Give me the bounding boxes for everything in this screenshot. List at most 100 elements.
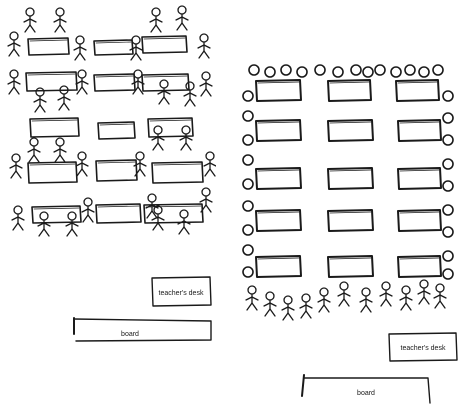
student-figure [380, 282, 392, 306]
desk [94, 40, 133, 55]
student-figure [38, 212, 50, 236]
desk [398, 256, 441, 277]
student-figure [8, 32, 20, 56]
student-figure [200, 72, 212, 96]
student-figure [434, 284, 446, 308]
grouped-classroom-layout: teacher's desk board [6, 2, 216, 342]
student-head [249, 65, 259, 75]
student-figure [338, 282, 350, 306]
teacher-desk: teacher's desk [389, 333, 457, 361]
desk [328, 210, 373, 231]
student-head [265, 67, 275, 77]
desk [152, 162, 203, 183]
student-head [443, 159, 453, 169]
student-figure [8, 70, 20, 94]
horseshoe-layout-drawing: teacher's desk board [238, 60, 460, 408]
student-figure [150, 8, 162, 32]
student-figure [198, 34, 210, 58]
student-head [243, 179, 253, 189]
student-figure [204, 152, 216, 176]
desk [398, 168, 441, 189]
student-head [243, 135, 253, 145]
horseshoe-classroom-layout: teacher's desk board [238, 60, 460, 408]
student-head [391, 67, 401, 77]
desk [26, 72, 77, 91]
student-figure [12, 206, 24, 230]
student-figure [158, 80, 170, 104]
student-head [333, 67, 343, 77]
student-figure [74, 36, 86, 60]
left-desk-group [26, 36, 203, 223]
student-figure [418, 280, 430, 304]
student-head [443, 227, 453, 237]
student-figure [10, 154, 22, 178]
desk [398, 210, 441, 231]
student-figure [264, 292, 276, 316]
teacher-desk-label: teacher's desk [401, 345, 446, 352]
desk [96, 204, 141, 223]
student-figure [152, 206, 164, 230]
student-figure [300, 294, 312, 318]
student-head [419, 67, 429, 77]
desk [28, 162, 77, 183]
desk [328, 256, 373, 277]
teacher-desk-label: teacher's desk [159, 290, 204, 297]
right-student-group [243, 65, 453, 320]
board-label: board [357, 390, 375, 397]
student-head [315, 65, 325, 75]
student-figure [246, 286, 258, 310]
student-head [443, 205, 453, 215]
desk [142, 36, 187, 53]
desk [328, 168, 373, 189]
desk [398, 120, 441, 141]
student-head [443, 135, 453, 145]
student-head [243, 91, 253, 101]
student-figure [360, 288, 372, 312]
board: board [74, 318, 211, 341]
student-figure [152, 126, 164, 150]
student-head [433, 65, 443, 75]
desk [256, 256, 301, 277]
desk [256, 168, 301, 189]
desk [32, 206, 81, 223]
student-figure [28, 138, 40, 162]
student-figure [34, 88, 46, 112]
student-figure [76, 70, 88, 94]
student-figure [24, 8, 36, 32]
student-head [443, 113, 453, 123]
student-figure [54, 8, 66, 32]
student-figure [318, 288, 330, 312]
student-head [243, 111, 253, 121]
grouped-layout-drawing: teacher's desk board [6, 2, 216, 342]
desk [98, 122, 135, 139]
desk [94, 74, 135, 91]
student-figure [76, 152, 88, 176]
student-head [443, 251, 453, 261]
student-head [351, 65, 361, 75]
desk [96, 160, 137, 181]
student-figure [180, 126, 192, 150]
student-figure [66, 212, 78, 236]
desk [328, 120, 373, 141]
student-head [443, 91, 453, 101]
student-head [243, 267, 253, 277]
student-head [281, 65, 291, 75]
student-head [297, 67, 307, 77]
student-head [405, 65, 415, 75]
student-head [443, 269, 453, 279]
student-head [375, 65, 385, 75]
desk [28, 38, 69, 55]
desk [328, 80, 371, 101]
student-figure [184, 82, 196, 106]
right-desk-group [256, 80, 441, 277]
student-head [243, 155, 253, 165]
desk [30, 118, 79, 137]
student-figure [400, 286, 412, 310]
desk [142, 74, 189, 91]
student-figure [54, 138, 66, 162]
desk [256, 210, 301, 231]
student-figure [176, 6, 188, 30]
teacher-desk: teacher's desk [152, 277, 211, 306]
desk [256, 120, 301, 141]
student-head [243, 245, 253, 255]
